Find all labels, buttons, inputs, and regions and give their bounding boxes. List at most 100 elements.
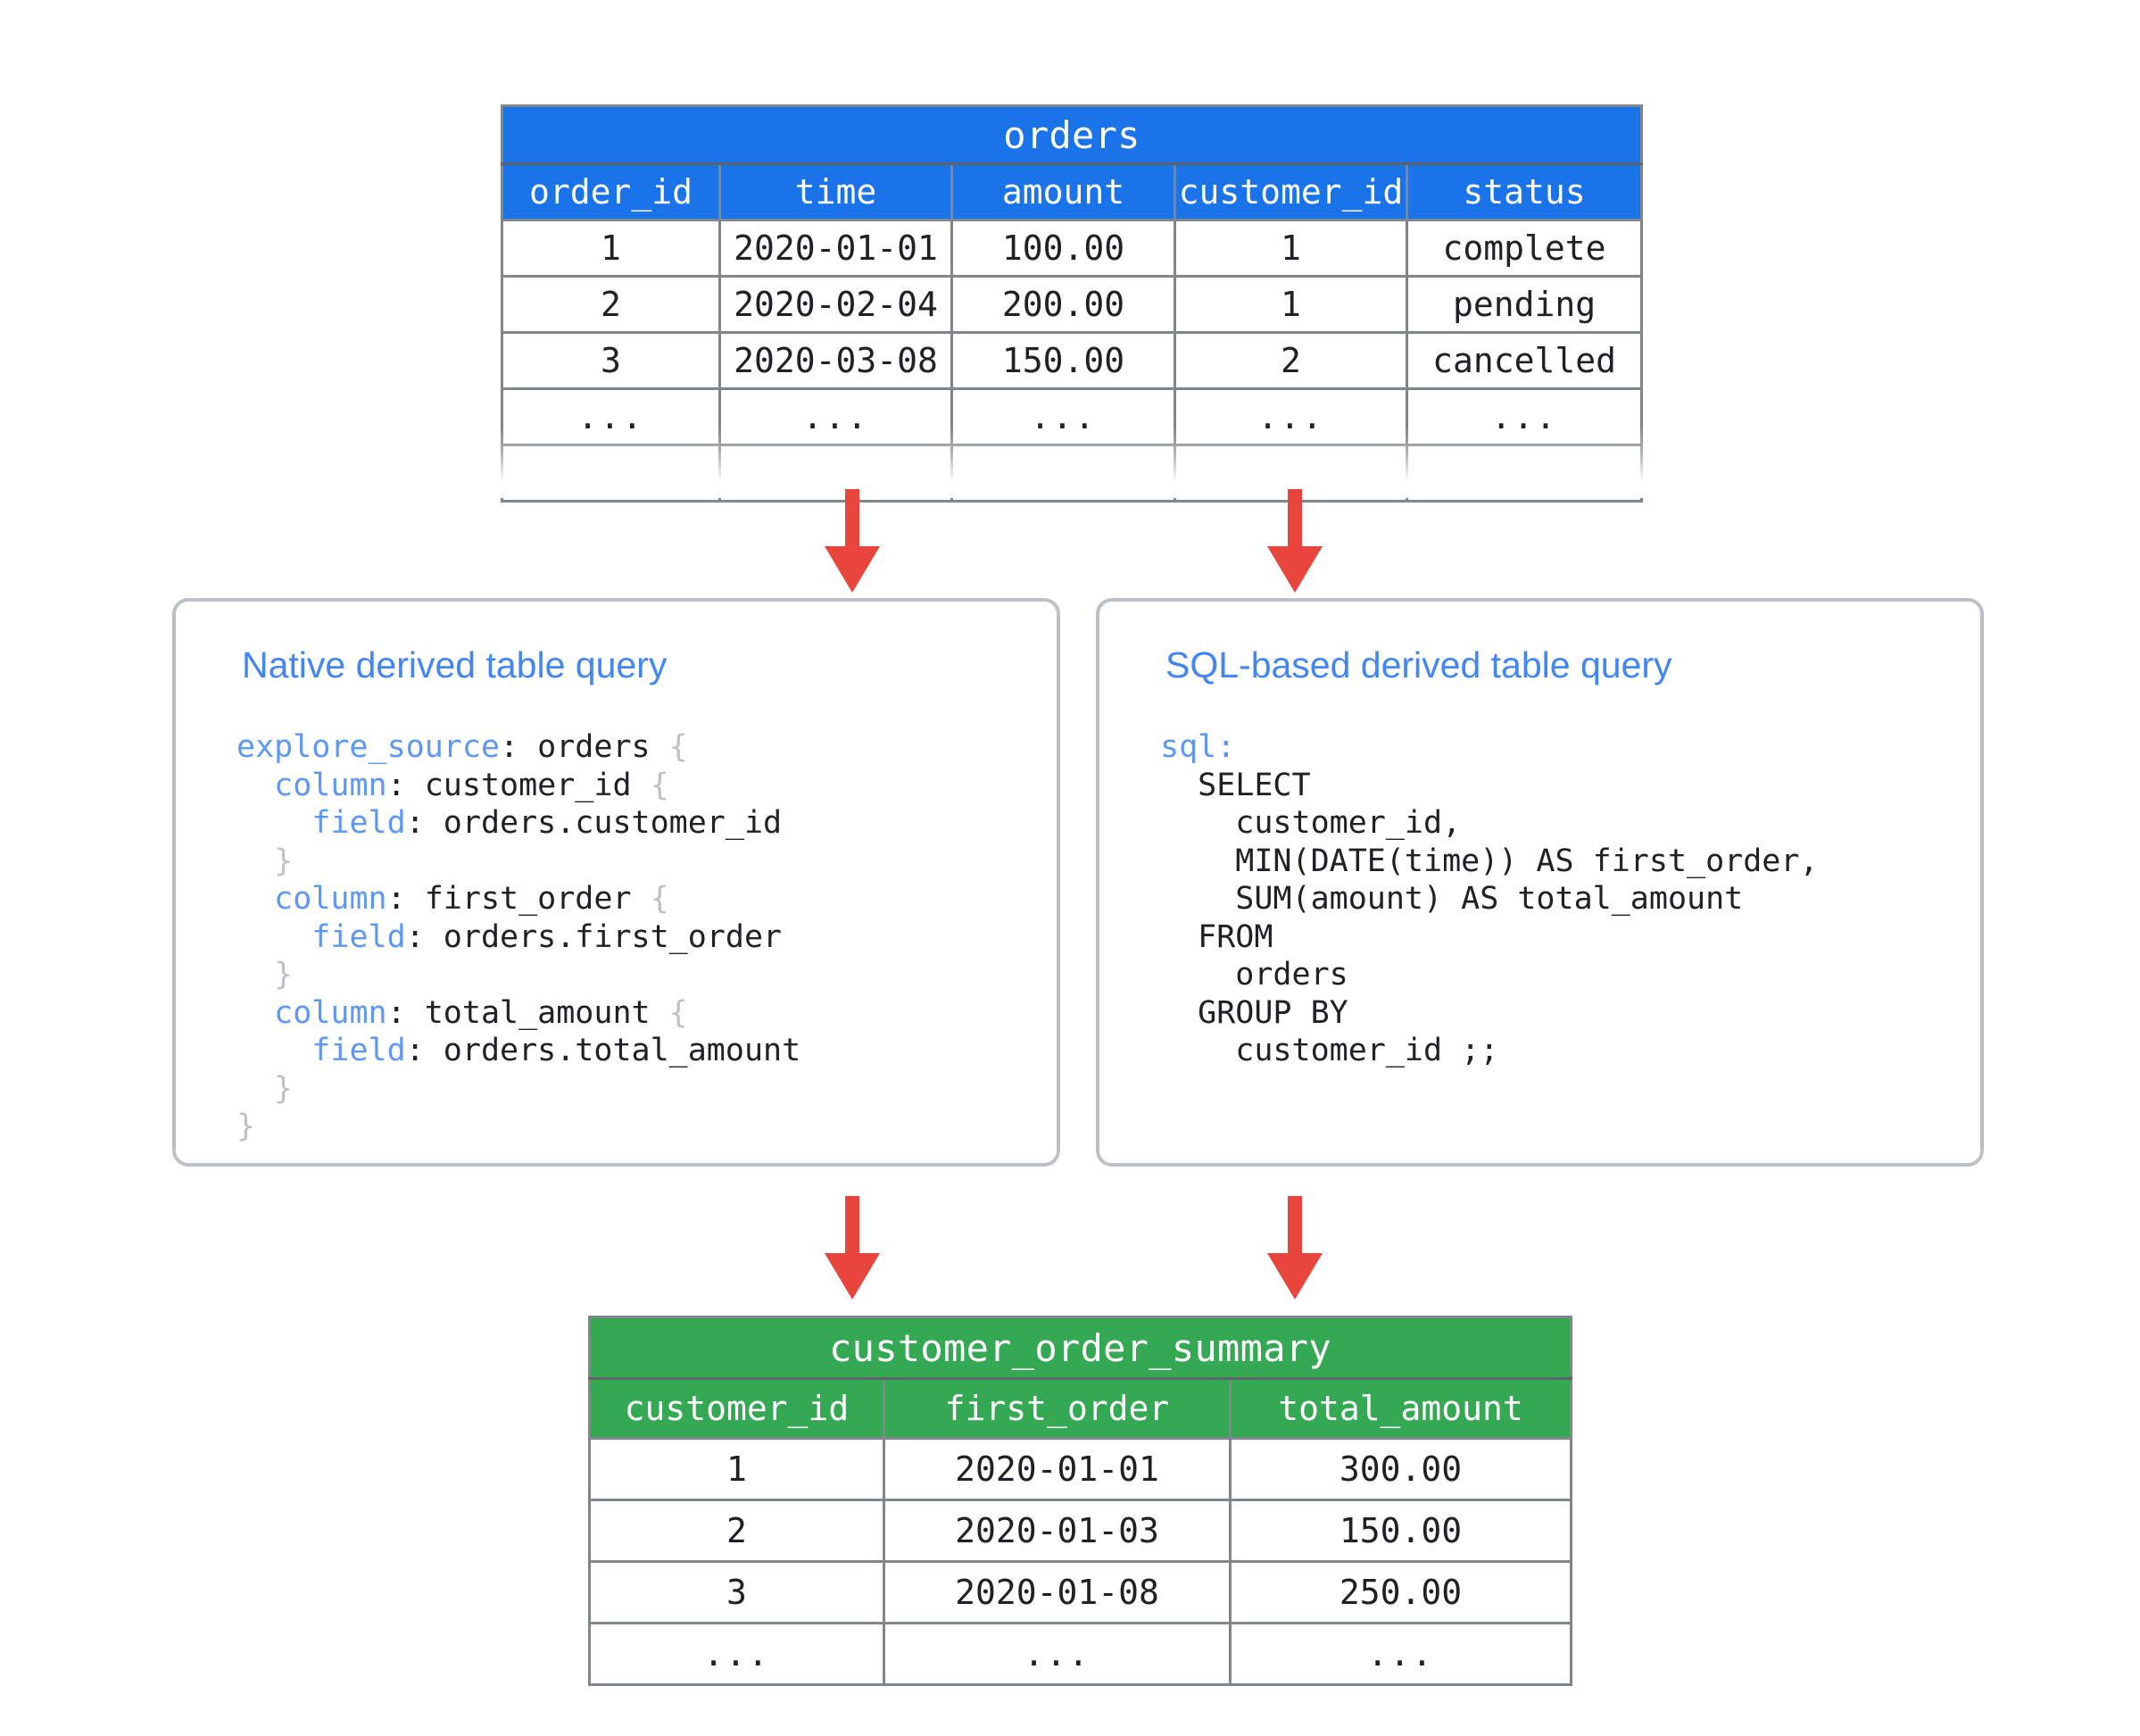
arrow-shaft [1288,489,1302,550]
orders-cell-order-id: 3 [501,331,721,390]
orders-cell-order-id: 2 [501,275,721,334]
code-line: field: orders.first_order [236,918,800,957]
orders-cell-customer-id: 1 [1174,219,1408,278]
arrow-head [1267,546,1323,593]
customer-order-summary-table: customer_order_summary customer_id first… [587,1316,1573,1686]
code-token [236,995,274,1031]
table-row: 3 2020-03-08 150.00 2 cancelled [501,331,1644,390]
code-token: : orders [500,729,669,765]
code-token: } [274,957,294,993]
orders-table-title: orders [500,104,1644,165]
summary-cell-first-order: 2020-01-01 [883,1437,1232,1501]
orders-table: orders order_id time amount customer_id … [500,104,1644,503]
table-row-ellipsis: ... ... ... [588,1622,1573,1686]
orders-column-header-order-id: order_id [501,162,721,221]
orders-column-header-amount: amount [950,162,1176,221]
orders-cell-ellipsis: ... [718,387,953,446]
code-token: : first_order [386,881,651,917]
code-token: : customer_id [386,767,651,803]
code-token: customer_id ;; [1160,1033,1499,1068]
orders-cell-ellipsis: ... [950,387,1176,446]
code-line: column: customer_id { [236,767,800,805]
summary-table-header-row: customer_id first_order total_amount [588,1377,1573,1440]
summary-column-header-customer-id: customer_id [588,1377,885,1440]
summary-cell-ellipsis: ... [883,1622,1232,1686]
orders-table-body: orders order_id time amount customer_id … [500,104,1644,503]
code-token [236,805,311,841]
code-line: orders [1160,956,1819,994]
orders-table-header-row: order_id time amount customer_id status [501,162,1644,221]
code-line: } [236,1108,800,1146]
code-token: : orders.first_order [405,918,783,955]
sql-based-derived-table-code: sql: SELECT customer_id, MIN(DATE(time))… [1160,728,1819,1070]
code-token: explore_source [236,729,501,765]
code-line: } [236,956,800,994]
arrow-shaft [1288,1196,1302,1257]
code-line: sql: [1160,728,1819,767]
code-token: : orders.total_amount [405,1033,801,1068]
orders-cell-ellipsis: ... [501,387,721,446]
summary-cell-ellipsis: ... [588,1622,885,1686]
orders-cell-clipped [1405,444,1644,503]
code-token: SUM(amount) AS total_amount [1160,881,1744,917]
code-token: : total_amount [386,994,669,1031]
orders-cell-clipped [501,444,721,503]
orders-cell-amount: 150.00 [950,331,1176,390]
code-token: column [274,994,387,1031]
orders-cell-order-id: 1 [501,219,721,278]
code-line: SUM(amount) AS total_amount [1160,880,1819,918]
native-derived-table-code: explore_source: orders { column: custome… [236,728,800,1146]
summary-column-header-total-amount: total_amount [1228,1377,1573,1440]
summary-column-header-first-order: first_order [883,1377,1232,1440]
code-token: { [668,994,688,1031]
code-token: column [274,881,387,917]
code-token: { [668,729,688,765]
arrow-orders-to-sql-icon [1267,489,1323,593]
table-row: 1 2020-01-01 300.00 [588,1437,1573,1501]
summary-cell-total-amount: 250.00 [1228,1560,1573,1624]
summary-cell-customer-id: 3 [588,1560,885,1624]
code-token: { [650,881,669,917]
code-token: } [274,843,294,879]
code-line: column: total_amount { [236,994,800,1033]
code-token: FROM [1160,918,1273,955]
code-token [236,957,274,993]
summary-cell-total-amount: 300.00 [1228,1437,1573,1501]
orders-column-header-time: time [718,162,953,221]
code-token: } [236,1109,256,1144]
arrow-sql-to-summary-icon [1267,1196,1323,1300]
summary-table-title: customer_order_summary [587,1316,1573,1380]
summary-cell-ellipsis: ... [1228,1622,1573,1686]
summary-cell-customer-id: 1 [588,1437,885,1501]
code-token: customer_id, [1160,805,1462,841]
orders-cell-status: cancelled [1405,331,1644,390]
orders-column-header-customer-id: customer_id [1174,162,1408,221]
code-token: field [311,1033,406,1068]
summary-cell-total-amount: 150.00 [1228,1499,1573,1563]
orders-cell-amount: 100.00 [950,219,1176,278]
orders-cell-time: 2020-02-04 [718,275,953,334]
orders-cell-time: 2020-01-01 [718,219,953,278]
orders-cell-clipped [950,444,1176,503]
orders-cell-customer-id: 2 [1174,331,1408,390]
table-row: 2 2020-02-04 200.00 1 pending [501,275,1644,334]
code-token [236,843,274,879]
code-token: { [650,767,669,803]
code-line: field: orders.customer_id [236,804,800,843]
native-derived-table-card: Native derived table query explore_sourc… [172,598,1060,1167]
code-token: SELECT [1160,767,1311,803]
code-token [236,768,274,803]
summary-cell-customer-id: 2 [588,1499,885,1563]
arrow-shaft [845,1196,859,1257]
summary-cell-first-order: 2020-01-08 [883,1560,1232,1624]
orders-cell-amount: 200.00 [950,275,1176,334]
arrow-orders-to-native-icon [825,489,880,593]
orders-cell-time: 2020-03-08 [718,331,953,390]
code-token: field [311,805,406,841]
code-token: sql: [1160,729,1236,765]
code-token [236,1071,274,1107]
code-line: SELECT [1160,767,1819,805]
code-line: explore_source: orders { [236,728,800,767]
sql-based-derived-table-card-title: SQL-based derived table query [1165,644,1672,685]
table-row: 1 2020-01-01 100.00 1 complete [501,219,1644,278]
